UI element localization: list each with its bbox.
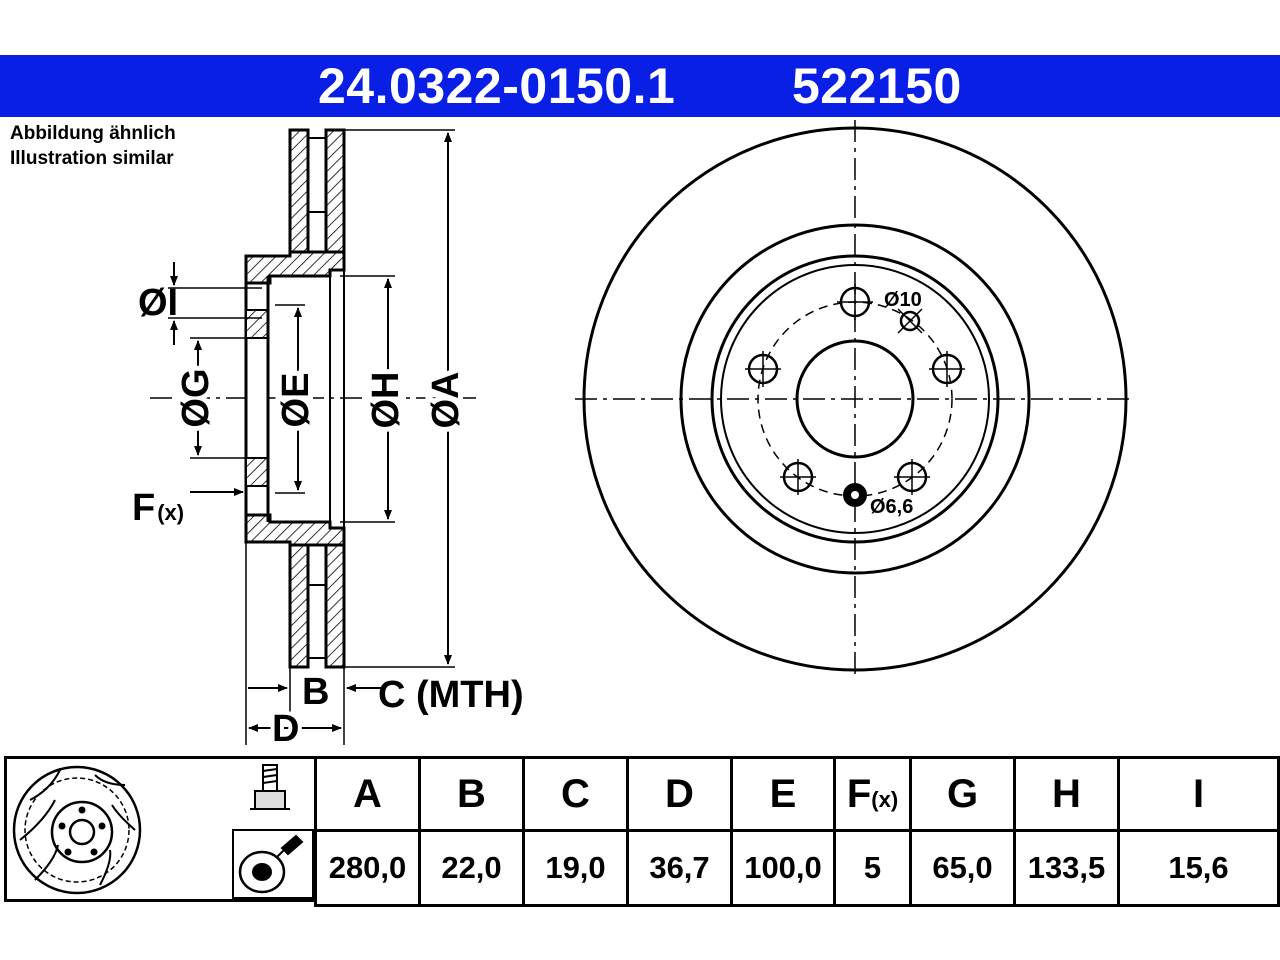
grease-hub-icon <box>232 829 314 899</box>
label-C: C (MTH) <box>378 674 524 716</box>
header-D: D <box>626 756 733 832</box>
value-I: 15,6 <box>1117 829 1280 907</box>
value-D: 36,7 <box>626 829 733 907</box>
header-I: I <box>1117 756 1280 832</box>
lower-outer-plate <box>288 543 310 669</box>
small-hole-top <box>899 310 921 332</box>
label-G: ØG <box>175 368 217 427</box>
value-G: 65,0 <box>909 829 1016 907</box>
header-C: C <box>522 756 629 832</box>
label-hole-large: Ø10 <box>884 289 922 311</box>
value-H: 133,5 <box>1013 829 1120 907</box>
brake-disc-icon <box>12 765 142 895</box>
label-F-sub: (x) <box>157 500 184 525</box>
lower-inner-plate <box>324 543 346 669</box>
friction-inner-edge <box>679 223 1031 575</box>
spec-table: A B C D E F(x) G H I 280,0 22,0 19,0 36,… <box>314 756 1280 907</box>
label-D: D <box>272 708 299 750</box>
value-A: 280,0 <box>314 829 421 907</box>
icon-panel <box>4 756 317 902</box>
value-E: 100,0 <box>730 829 836 907</box>
label-F: F(x) <box>132 487 184 529</box>
note-english: Illustration similar <box>10 148 174 169</box>
part-number: 24.0322-0150.1 <box>318 58 676 114</box>
label-hole-small: Ø6,6 <box>870 496 913 518</box>
header-H: H <box>1013 756 1120 832</box>
header-F-sub: (x) <box>871 786 899 812</box>
upper-inner-plate <box>324 128 346 254</box>
bolt-icon <box>250 764 290 810</box>
header-A: A <box>314 756 421 832</box>
header-E: E <box>730 756 836 832</box>
label-E: ØE <box>275 373 317 428</box>
spec-header-row: A B C D E F(x) G H I <box>314 756 1280 832</box>
bolt-holes <box>745 284 965 495</box>
label-A: ØA <box>425 372 467 429</box>
front-view <box>575 120 1135 680</box>
value-F: 5 <box>833 829 912 907</box>
value-B: 22,0 <box>418 829 525 907</box>
label-I: ØI <box>138 282 178 324</box>
header-F-main: F <box>846 771 872 816</box>
side-section-view <box>150 128 480 745</box>
label-F-main: F <box>132 487 155 529</box>
value-C: 19,0 <box>522 829 629 907</box>
label-B: B <box>302 671 329 713</box>
header-F: F(x) <box>833 756 912 832</box>
title-bar: 24.0322-0150.1 522150 <box>0 55 1280 117</box>
spec-value-row: 280,0 22,0 19,0 36,7 100,0 5 65,0 133,5 … <box>314 829 1280 907</box>
note-german: Abbildung ähnlich <box>10 123 176 144</box>
reference-number: 522150 <box>792 58 962 114</box>
outer-rim <box>582 126 1128 672</box>
hat-outer <box>710 254 1000 544</box>
upper-outer-plate <box>288 128 310 254</box>
center-bore <box>795 339 915 459</box>
header-B: B <box>418 756 525 832</box>
label-H: ØH <box>365 372 407 429</box>
header-G: G <box>909 756 1016 832</box>
